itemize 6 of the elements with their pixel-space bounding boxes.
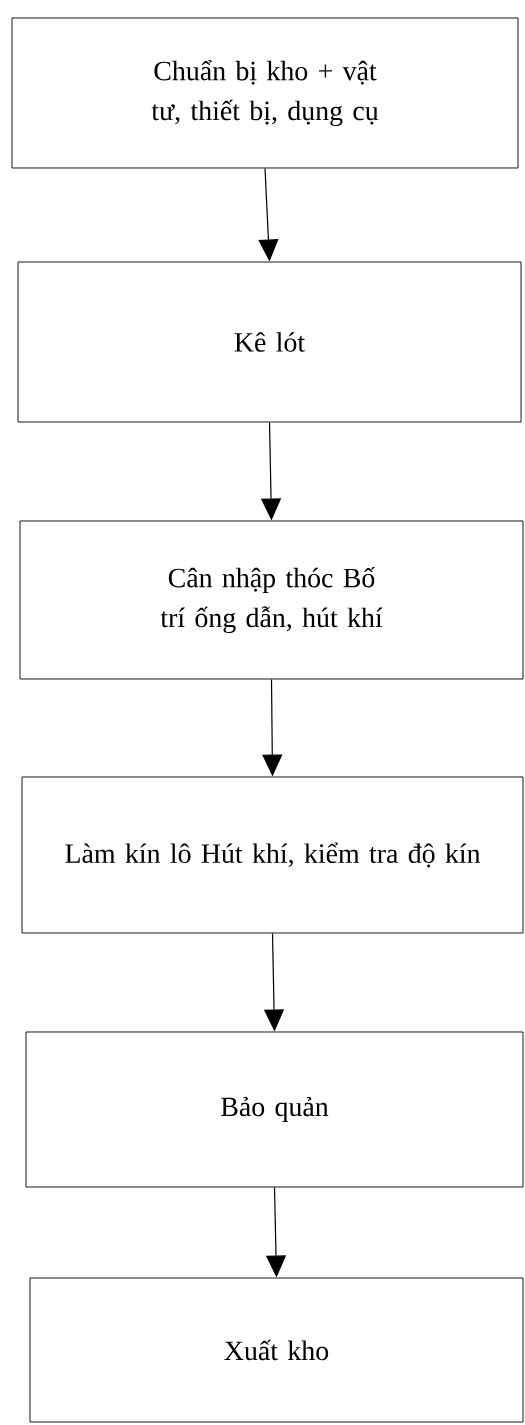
process-box: Kê lót bbox=[17, 261, 522, 423]
process-box: Làm kín lô Hút khí, kiểm tra độ kín bbox=[21, 776, 524, 934]
process-box: Chuẩn bị kho + vật tư, thiết bị, dụng cụ bbox=[11, 17, 519, 169]
process-box: Xuất kho bbox=[29, 1277, 524, 1423]
process-box: Cân nhập thóc Bố trí ống dẫn, hút khí bbox=[19, 520, 524, 680]
process-box: Bảo quản bbox=[25, 1031, 524, 1188]
